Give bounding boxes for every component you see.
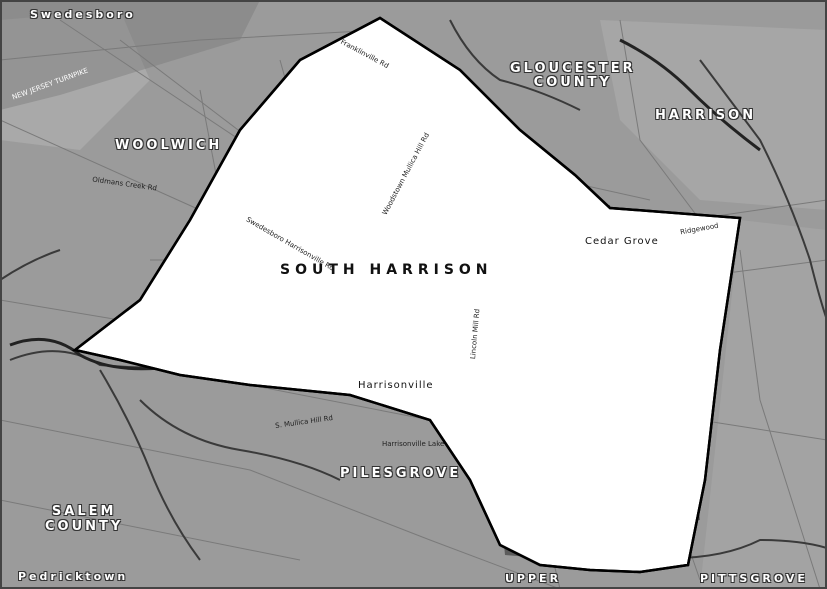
label-south-harrison: SOUTH HARRISON [280,262,493,278]
township-boundary-line [72,16,742,574]
label-swedesboro: Swedesboro [30,8,136,21]
label-harrisonville: Harrisonville [358,380,434,391]
label-gloucester-county: GLOUCESTER COUNTY [510,61,636,90]
terrain-patch [0,10,150,150]
label-salem-county: SALEM COUNTY [45,504,124,534]
road-label-harrisonville-lake: Harrisonville Lake [382,440,445,448]
label-woolwich: WOOLWICH [115,138,223,153]
label-pittsgrove: PITTSGROVE [700,572,808,585]
terrain-patch [700,220,827,589]
label-cedar-grove: Cedar Grove [585,236,659,247]
label-pedricktown: Pedricktown [18,570,129,583]
label-pilesgrove: PILESGROVE [340,466,462,481]
label-harrison: HARRISON [655,108,757,123]
label-upper: UPPER [505,572,562,585]
major-creek [9,38,761,371]
map-edge-shade [0,0,260,110]
